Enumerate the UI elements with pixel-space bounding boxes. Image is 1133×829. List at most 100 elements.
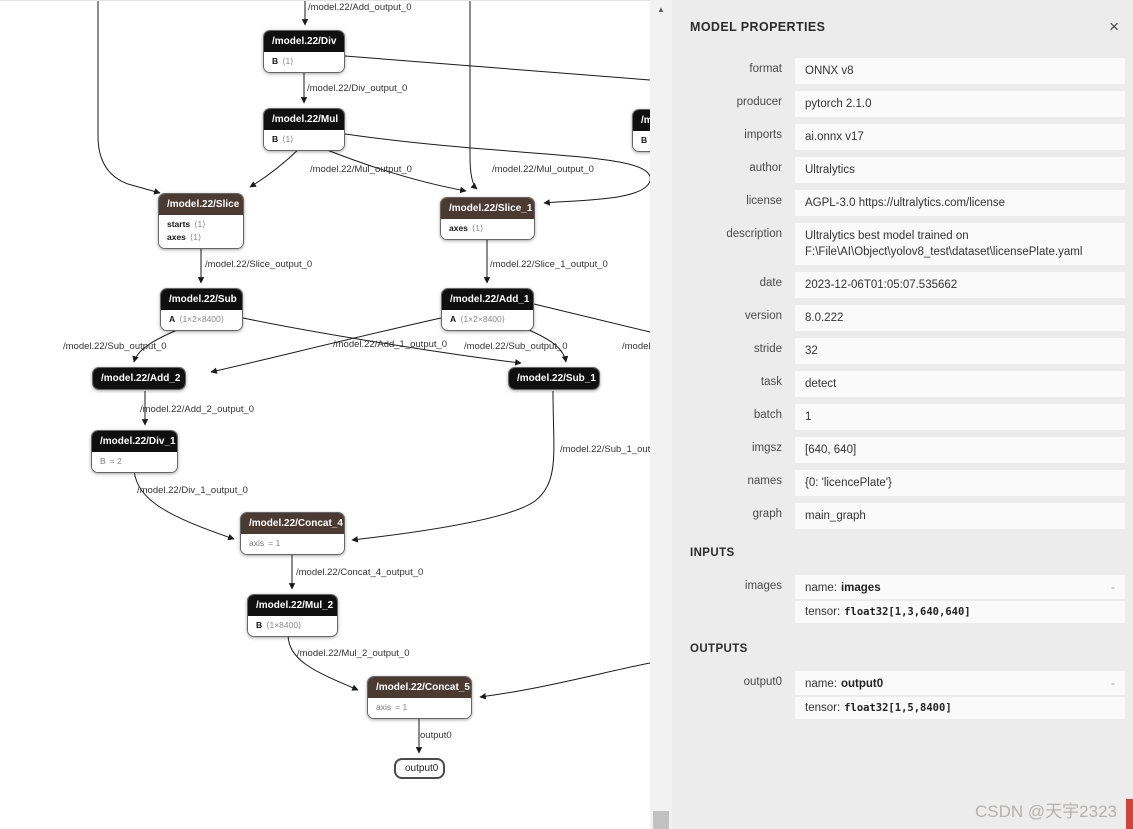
node-title: /m	[633, 110, 650, 131]
node-title: /model.22/Div_1	[92, 431, 177, 452]
graph-edges	[97, 1, 650, 754]
property-label: license	[746, 195, 782, 207]
attribute-name: axes	[167, 232, 186, 242]
node-attribute: axes⟨1⟩	[449, 222, 526, 235]
collapse-button[interactable]: -	[1111, 676, 1115, 690]
property-row: imports ai.onnx v17	[690, 124, 1125, 150]
node-attribute: A⟨1×2×8400⟩	[450, 313, 525, 326]
edge-label: /model.22/Add_output_0	[308, 2, 412, 13]
edge-label: /model.22/Sub_output_0	[63, 341, 167, 352]
node-attribute: B⟨1×8400⟩	[256, 619, 329, 632]
attribute-value: ⟨1×2×8400⟩	[460, 314, 506, 324]
graph-canvas[interactable]: /model.22/DivB⟨1⟩/model.22/MulB⟨1⟩/mB⟨/m…	[0, 0, 650, 829]
inputs-heading: INPUTS	[690, 547, 735, 559]
edge-label: /model.22/Mul_output_0	[310, 164, 412, 175]
edge-label: /model.22/Div_1_output_0	[137, 485, 248, 496]
attribute-value: ⟨1×2×8400⟩	[179, 314, 225, 324]
attribute-value: = 2	[109, 456, 122, 466]
property-row: author Ultralytics	[690, 157, 1125, 183]
close-icon[interactable]: ×	[1109, 17, 1119, 36]
property-value: ONNX v8	[795, 58, 1125, 84]
graph-node[interactable]: /mB⟨	[632, 109, 650, 152]
property-row: imgsz[640, 640]	[690, 437, 1125, 463]
node-title: /model.22/Slice_1	[441, 198, 534, 219]
node-attribute: B⟨1⟩	[272, 133, 336, 146]
node-attribute: B= 2	[100, 455, 169, 468]
name-prefix: name:	[805, 582, 837, 594]
io-label: images	[744, 580, 782, 592]
inputs-list: images name:images-tensor:float32[1,3,640…	[690, 575, 1125, 625]
property-label: imports	[744, 129, 782, 141]
attribute-value: = 1	[395, 702, 408, 712]
graph-node[interactable]: /model.22/Sub_1	[508, 367, 600, 390]
collapse-button[interactable]: -	[1111, 580, 1115, 594]
property-label: names	[747, 475, 782, 487]
property-value: Ultralytics best model trained on F:\Fil…	[795, 223, 1125, 265]
property-row: names {0: 'licencePlate'}	[690, 470, 1125, 496]
graph-node[interactable]: /model.22/Add_2	[92, 367, 186, 390]
property-label: version	[744, 310, 782, 322]
node-attribute: B⟨1⟩	[272, 55, 336, 68]
edge-label: /model.22/Sub_1_outp	[560, 444, 650, 455]
property-label: author	[749, 162, 782, 174]
node-attribute: axes⟨1⟩	[167, 231, 235, 244]
attribute-value: = 1	[268, 538, 281, 548]
scroll-up-icon[interactable]: ▲	[657, 5, 665, 14]
node-title: /model.22/Mul_2	[248, 595, 337, 616]
name-prefix: name:	[805, 678, 837, 690]
attribute-name: axis	[249, 538, 265, 548]
outputs-heading: OUTPUTS	[690, 643, 748, 655]
io-name-row: name:images-	[795, 575, 1125, 599]
property-value: 2023-12-06T01:05:07.535662	[795, 272, 1125, 298]
attribute-name: B	[272, 56, 279, 66]
property-value: main_graph	[795, 503, 1125, 529]
edge-label: /model.22/Mul_2_output_0	[297, 648, 410, 659]
property-value: Ultralytics	[795, 157, 1125, 183]
node-title: /model.22/Sub_1	[509, 368, 599, 389]
property-value: 32	[795, 338, 1125, 364]
panel-header: MODEL PROPERTIES ×	[690, 0, 1125, 36]
attribute-value: ⟨1⟩	[471, 223, 484, 233]
edge-label: /model.22/Slice_output_0	[205, 259, 313, 270]
scrollbar-thumb[interactable]	[653, 811, 669, 829]
watermark: CSDN @天宇2323	[975, 802, 1117, 821]
property-label: description	[726, 228, 782, 240]
attribute-name: axis	[376, 702, 392, 712]
property-value: {0: 'licencePlate'}	[795, 470, 1125, 496]
attribute-name: axes	[449, 223, 468, 233]
attribute-name: B	[100, 456, 106, 466]
property-row: description Ultralytics best model traine…	[690, 223, 1125, 265]
property-value: AGPL-3.0 https://ultralytics.com/license	[795, 190, 1125, 216]
graph-node[interactable]: output0	[394, 758, 445, 779]
node-title: /model.22/Sub	[161, 289, 242, 310]
tensor-prefix: tensor:	[805, 606, 841, 618]
edge-label: /model	[622, 341, 650, 352]
node-title: /model.22/Slice	[159, 194, 243, 215]
property-value: ai.onnx v17	[795, 124, 1125, 150]
corner-accent-bar	[1126, 799, 1133, 829]
vertical-scrollbar[interactable]: ▲	[650, 0, 672, 829]
io-label: output0	[743, 676, 782, 688]
attribute-name: B	[641, 135, 648, 145]
io-tensor-row: tensor:float32[1,3,640,640]	[795, 601, 1125, 623]
edge-label: /model.22/Div_output_0	[307, 83, 408, 94]
